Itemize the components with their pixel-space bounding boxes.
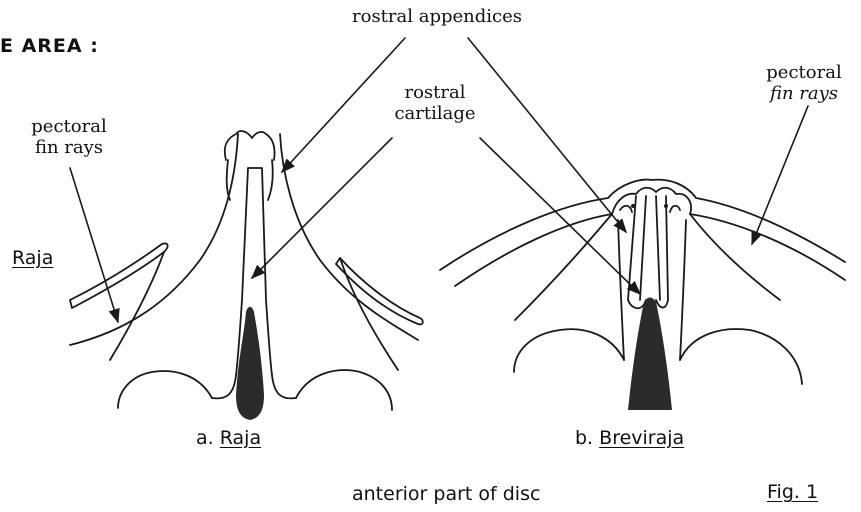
breviraja-inner-right [690, 214, 780, 300]
section-heading: E AREA : [0, 36, 99, 57]
panel-a-genus: Raja [220, 427, 261, 449]
raja-rostral-lobe [227, 160, 273, 200]
panel-b-letter: b. [575, 427, 593, 449]
breviraja-dot-right [664, 204, 668, 208]
label-pectoral-right-line1: pectoral [752, 62, 856, 83]
raja-right-contour [280, 134, 418, 340]
breviraja-dot-left [631, 204, 635, 208]
panel-a-letter: a. [196, 427, 214, 449]
breviraja-disc-arc-inner [455, 214, 845, 286]
label-rostral-cartilage-line1: rostral [388, 82, 482, 103]
label-pectoral-right-line2: fin rays [752, 83, 856, 104]
raja-inner-right [272, 375, 296, 398]
raja-lower-right-lobe [296, 370, 392, 410]
label-rostral-cartilage: rostral cartilage [388, 82, 482, 124]
arrow-pectoral-right [752, 106, 808, 244]
panel-b-genus: Breviraja [599, 427, 684, 449]
raja-inner-left [212, 375, 236, 398]
raja-snout-tip [225, 131, 275, 160]
label-rostral-cartilage-line2: cartilage [388, 103, 482, 124]
breviraja-cartilage-fill [628, 298, 672, 411]
breviraja-inner-left [515, 214, 612, 320]
panel-a-caption: a. Raja [196, 428, 261, 449]
label-rostral-appendices: rostral appendices [352, 6, 522, 27]
breviraja-rostral-cartilage [628, 196, 668, 308]
arrow-rostral-app-to-raja [282, 38, 405, 172]
raja-pectoral-ray-left [70, 243, 168, 308]
figure-caption: anterior part of disc [352, 484, 540, 505]
label-pectoral-left: pectoral fin rays [14, 116, 124, 158]
raja-fin-right-edge [340, 258, 398, 370]
breviraja-lower-right-lobe [680, 329, 802, 384]
label-pectoral-left-line1: pectoral [14, 116, 124, 137]
raja-lower-left-lobe [118, 371, 212, 408]
arrow-cartilage-to-raja [252, 138, 392, 278]
raja-skull-drawing [70, 131, 423, 420]
breviraja-skull-drawing [440, 180, 845, 410]
panel-b-caption: b. Breviraja [575, 428, 684, 449]
label-side-genus: Raja [12, 248, 53, 269]
raja-left-contour [70, 134, 238, 345]
leader-arrows [70, 38, 808, 322]
label-pectoral-left-line2: fin rays [14, 137, 124, 158]
label-pectoral-right: pectoral fin rays [752, 62, 856, 104]
breviraja-lower-left-lobe [514, 329, 624, 372]
arrow-pectoral-left [70, 168, 118, 322]
figure-number: Fig. 1 [767, 482, 818, 503]
arrow-cartilage-to-breviraja [480, 138, 640, 294]
breviraja-rostral-appendices [612, 188, 691, 214]
